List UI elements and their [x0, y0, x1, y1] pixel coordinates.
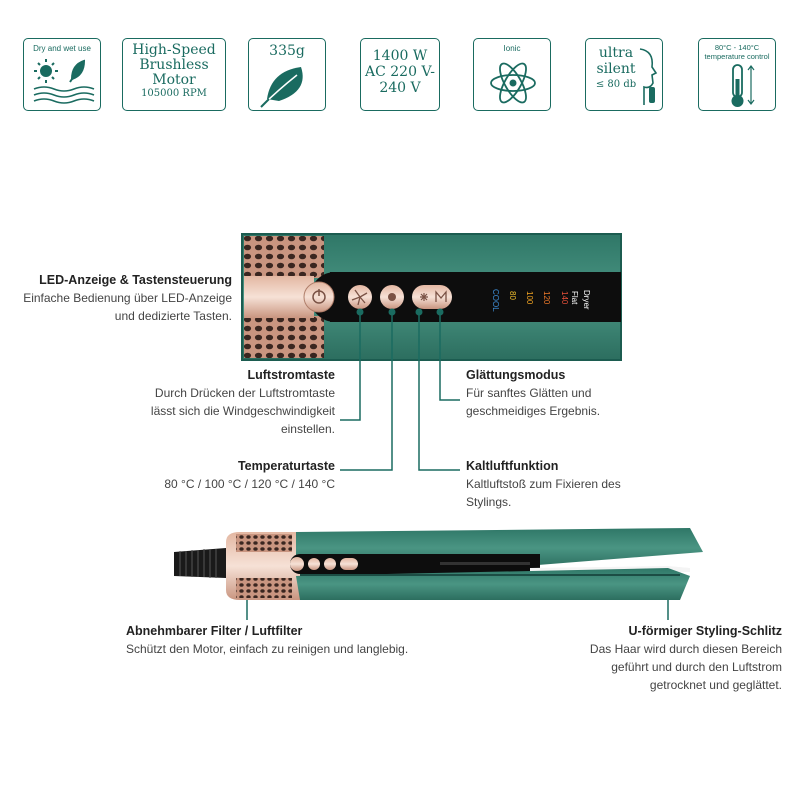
callout-cold: Kaltluftfunktion Kaltluftstoß zum Fixier… [466, 457, 696, 511]
panel-temp-140: 140 [560, 291, 569, 305]
callout-smooth-text2: geschmeidiges Ergebnis. [466, 404, 601, 418]
panel-temp-120: 120 [542, 291, 551, 305]
callout-cold-title: Kaltluftfunktion [466, 459, 559, 473]
styler-device [174, 528, 703, 600]
sun-leaf-icon [33, 59, 95, 104]
weight-value: 335g [269, 43, 305, 59]
callout-filter-text1: Schützt den Motor, einfach zu reinigen u… [126, 642, 409, 656]
temp-label: temperature control [704, 52, 770, 61]
temp-badge: 80°C - 140°C temperature control [698, 38, 776, 111]
callout-airflow-title: Luftstromtaste [247, 368, 335, 382]
panel-mode-flat: Flat [570, 291, 579, 305]
callout-smooth-text1: Für sanftes Glätten und [466, 386, 592, 400]
callout-cold-text2: Stylings. [466, 495, 512, 509]
motor-line1: High-Speed [132, 42, 216, 58]
power-badge: 1400 W AC 220 V- 240 V [360, 38, 440, 111]
panel-temp-cool: COOL [491, 289, 500, 312]
dry-wet-label: Dry and wet use [33, 44, 91, 53]
control-panel-closeup [241, 233, 622, 361]
callout-filter: Abnehmbarer Filter / Luftfilter Schützt … [126, 622, 446, 658]
weight-badge: 335g [248, 38, 326, 111]
callout-slot-text1: Das Haar wird durch diesen Bereich [589, 642, 782, 656]
ionic-badge: Ionic [473, 38, 551, 111]
callout-temp-text1: 80 °C / 100 °C / 120 °C / 140 °C [164, 477, 335, 491]
motor-badge: High-Speed Brushless Motor 105000 RPM [122, 38, 226, 111]
power-line3: 240 V [379, 80, 421, 96]
callout-airflow-text1: Durch Drücken der Luftstromtaste [154, 386, 335, 400]
power-line1: 1400 W [372, 48, 428, 64]
callout-filter-title: Abnehmbarer Filter / Luftfilter [126, 624, 303, 638]
callout-airflow: Luftstromtaste Durch Drücken der Luftstr… [110, 366, 335, 438]
atom-icon [490, 62, 536, 104]
face-icon [639, 48, 658, 105]
callout-slot-title: U-förmiger Styling-Schlitz [628, 624, 782, 638]
callout-slot: U-förmiger Styling-Schlitz Das Haar wird… [540, 622, 782, 694]
callout-led-text1: Einfache Bedienung über LED-Anzeige [23, 291, 232, 305]
callout-slot-text2: geführt und durch den Luftstrom [611, 660, 782, 674]
silent-line3: ≤ 80 db [595, 79, 637, 90]
callout-smooth-title: Glättungsmodus [466, 368, 566, 382]
callout-smooth: Glättungsmodus Für sanftes Glätten und g… [466, 366, 696, 420]
ionic-label: Ionic [503, 44, 521, 53]
feather-icon [260, 67, 303, 108]
callout-airflow-text2: lässt sich die Windgeschwindigkeit [150, 404, 335, 418]
dry-wet-badge: Dry and wet use [23, 38, 101, 111]
motor-line2: Brushless [139, 57, 209, 73]
silent-line1: ultra [598, 45, 634, 61]
callout-led: LED-Anzeige & Tastensteuerung Einfache B… [10, 271, 232, 325]
power-line2: AC 220 V- [365, 64, 435, 80]
silent-line2: silent [596, 61, 636, 77]
callout-slot-text3: getrocknet und geglättet. [649, 678, 782, 692]
callout-temp-title: Temperaturtaste [237, 459, 335, 473]
callout-led-text2: und dedizierte Tasten. [114, 309, 232, 323]
panel-mode-dryer: Dryer [582, 290, 591, 310]
callout-cold-text1: Kaltluftstoß zum Fixieren des [466, 477, 621, 491]
motor-line3: Motor [152, 72, 196, 88]
silent-badge: ultra silent ≤ 80 db [585, 38, 663, 111]
panel-temp-80: 80 [508, 291, 517, 300]
motor-rpm: 105000 RPM [141, 88, 207, 99]
callout-temp: Temperaturtaste 80 °C / 100 °C / 120 °C … [110, 457, 335, 493]
thermometer-icon [731, 64, 755, 107]
callout-airflow-text3: einstellen. [280, 422, 335, 436]
panel-temp-100: 100 [525, 291, 534, 305]
temp-range: 80°C - 140°C [714, 43, 760, 52]
callout-led-title: LED-Anzeige & Tastensteuerung [39, 273, 232, 287]
